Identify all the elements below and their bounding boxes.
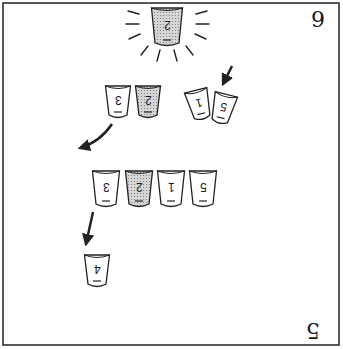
cup: 1 [156,168,186,208]
cup: 2 [134,83,162,119]
cup: 5 [206,88,239,127]
panel-number: 6 [311,7,325,29]
move-arrow [86,212,93,244]
move-arrow [80,124,112,148]
cup-number: 1 [168,181,175,193]
cup-number: 4 [94,263,101,275]
cup: 1 [182,84,215,123]
cup-number: 2 [136,181,143,193]
cup: 3 [91,168,121,208]
cup: 5 [188,168,218,208]
panel-frame [3,3,339,345]
cup-number: 2 [145,94,152,106]
panel-number: 5 [306,319,320,341]
cup: 2 [150,5,184,47]
cup: 3 [104,83,132,119]
cup-number: 5 [200,181,207,193]
move-arrow [223,66,232,84]
cup: 4 [83,252,111,288]
cup-number: 3 [115,94,122,106]
cup-number: 2 [164,19,171,31]
cup: 2 [124,168,154,208]
cup-number: 3 [103,181,110,193]
